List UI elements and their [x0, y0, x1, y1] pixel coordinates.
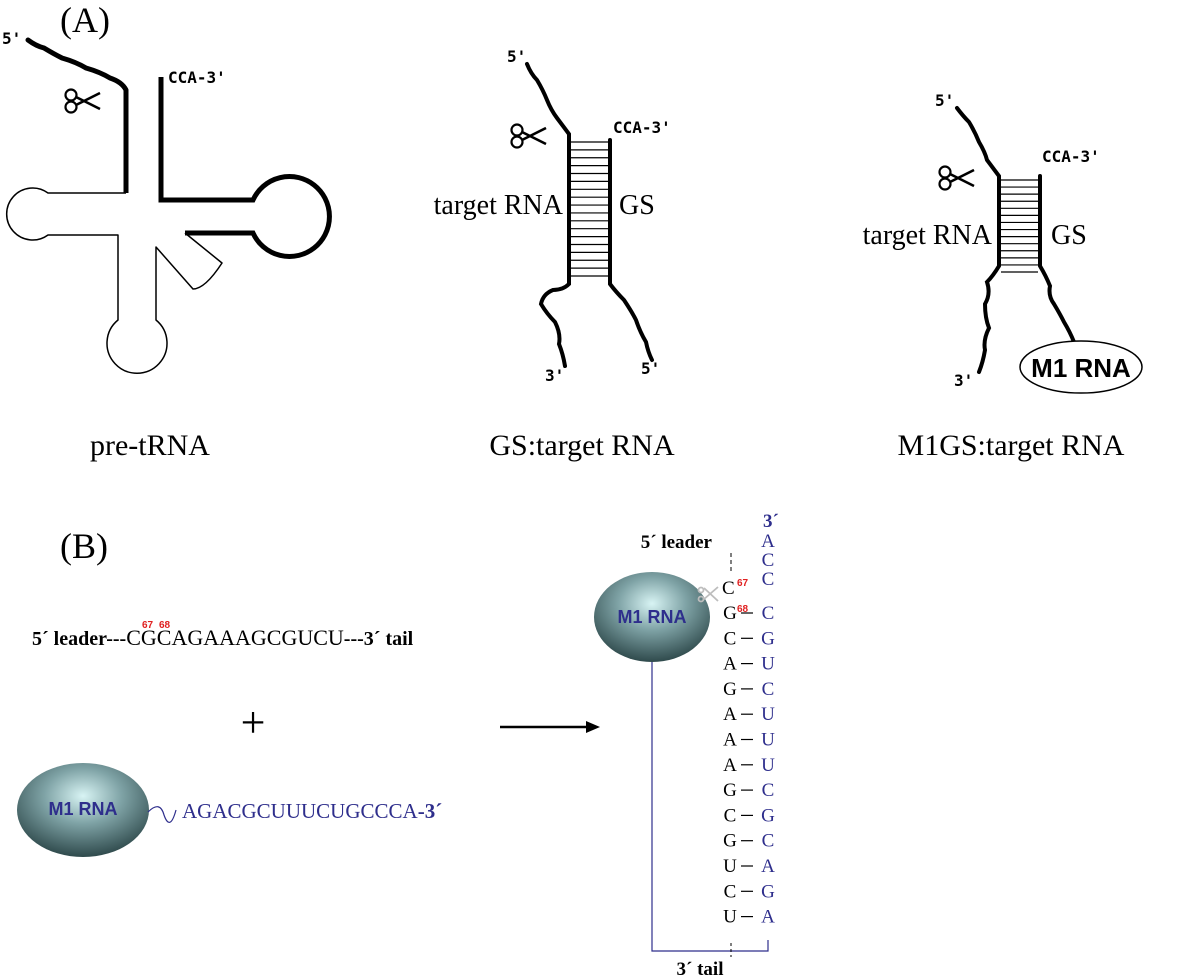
pair-left-base: A [723, 704, 737, 725]
pair-right-base: U [761, 755, 775, 776]
pair-left-base: A [723, 730, 737, 751]
svg-text:AGACGCUUUCUGCCCA-3´: AGACGCUUUCUGCCCA-3´ [182, 799, 442, 823]
guide-three-prime: -3´ [418, 799, 443, 823]
gs-five-prime-top: 5' [507, 47, 526, 66]
substrate-sequence: 5´ leader---CGCAGAAAGCGUCU---3´ tail 67 … [32, 620, 414, 650]
gs-three-prime-bottom: 3' [545, 366, 564, 385]
m1gs-guide-label: GS [1051, 220, 1087, 251]
gs-caption: GS:target RNA [489, 429, 675, 462]
top-three-prime: 3´ [763, 511, 779, 532]
m1gs-three-prime-bottom: 3' [954, 371, 973, 390]
scissors-icon [64, 88, 102, 114]
overhang-nucleotide: C [762, 550, 775, 571]
m1gs-target-strand [955, 106, 1001, 374]
pre-trna-caption: pre-tRNA [90, 429, 210, 462]
scissors-icon [510, 123, 548, 149]
m1gs-target-label: target RNA [863, 220, 993, 251]
leader-label: 5´ leader [641, 532, 713, 553]
pair-right-base: G [761, 881, 775, 902]
gs-target-diagram: 5' CCA-3' target RNA GS 3' 5' GS:target … [434, 47, 675, 462]
pair-left-base: C [724, 805, 737, 826]
overhang-nucleotides: ACC [761, 531, 775, 590]
m1gs-cca: CCA-3' [1042, 147, 1100, 166]
overhang-nucleotide: C [762, 569, 775, 590]
pair-left-base: G [723, 780, 737, 801]
tail-label: 3´ tail [677, 959, 724, 979]
pair-right-base: C [762, 679, 775, 700]
pre-trna-five-prime: 5' [2, 29, 21, 48]
pair-left-base: C [724, 628, 737, 649]
overhang-nucleotide: A [761, 531, 775, 552]
pair-left-base: A [723, 654, 737, 675]
m1gs-base-pairs [1001, 179, 1038, 273]
complex-m1-rna-ball [594, 572, 710, 662]
guide-sequence: AGACGCUUUCUGCCCA [182, 799, 419, 823]
complex-pos-68: 68 [737, 604, 749, 615]
pair-left-base: G [723, 831, 737, 852]
substrate-pos-67: 67 [142, 620, 154, 631]
pair-right-base: C [762, 780, 775, 801]
pair-right-base: G [761, 805, 775, 826]
complex-enzyme-label: M1 RNA [617, 607, 686, 627]
pair-left-base: G [723, 603, 737, 624]
pre-trna-leader [25, 37, 129, 93]
pre-trna-thin-body [6, 187, 223, 374]
pair-right-base: U [761, 730, 775, 751]
complex-pos-67: 67 [737, 578, 749, 589]
gs-guide-label: GS [619, 190, 655, 221]
pair-right-base: A [761, 856, 775, 877]
pre-trna-cca: CCA-3' [168, 68, 226, 87]
m1-rna-ball-label: M1 RNA [48, 799, 117, 819]
m1gs-molecule: M1 RNA AGACGCUUUCUGCCCA-3´ [17, 763, 442, 857]
m1gs-five-prime-top: 5' [935, 91, 954, 110]
pair-right-base: C [762, 603, 775, 624]
pair-left-base: C [724, 881, 737, 902]
substrate-pos-68: 68 [159, 620, 171, 631]
m1gs-caption: M1GS:target RNA [898, 429, 1125, 462]
pair-right-base: U [761, 654, 775, 675]
pair-right-base: U [761, 704, 775, 725]
scissors-icon [697, 586, 719, 603]
gs-base-pairs [571, 141, 608, 277]
m1gs-enzyme-label: M1 RNA [1031, 353, 1131, 383]
panel-a-label: (A) [60, 0, 110, 40]
plus-sign: + [241, 698, 266, 747]
pair-right-base: C [762, 831, 775, 852]
substrate-leader: 5´ leader--- [32, 628, 126, 650]
scissors-icon [938, 165, 976, 191]
gs-cca: CCA-3' [613, 118, 671, 137]
substrate-tail: ---3´ tail [344, 628, 414, 650]
m1gs-guide-strand [1038, 174, 1084, 356]
reaction-arrow [500, 721, 600, 733]
guide-linker [147, 806, 177, 823]
pre-trna-diagram: 5' CCA-3' pre-tRNA [2, 29, 332, 462]
gs-target-label: target RNA [434, 190, 564, 221]
pair-left-base: U [723, 907, 737, 928]
m1-rna-ball [17, 763, 149, 857]
gs-five-prime-bottom: 5' [641, 359, 660, 378]
gs-target-strand [525, 62, 571, 368]
substrate-seq: CGCAGAAAGCGUCU [126, 625, 344, 650]
pair-left-base: U [723, 856, 737, 877]
m1gs-target-diagram: 5' CCA-3' target RNA GS 3' M1 RNA M1GS:t… [863, 91, 1143, 462]
m1-tether [651, 660, 769, 952]
pair-left-base: G [723, 679, 737, 700]
pair-right-base: G [761, 628, 775, 649]
c67-nucleotide: C [722, 578, 735, 599]
m1-rna-enzyme-outline [1019, 340, 1143, 394]
pair-left-base: A [723, 755, 737, 776]
panel-b-label: (B) [60, 526, 108, 566]
pair-right-base: A [761, 907, 775, 928]
svg-text:5´ leader---CGCAGAAAGCGUCU---3: 5´ leader---CGCAGAAAGCGUCU---3´ tail [32, 625, 414, 650]
pre-trna-acceptor-right [158, 77, 332, 259]
gs-guide-strand [608, 138, 654, 362]
